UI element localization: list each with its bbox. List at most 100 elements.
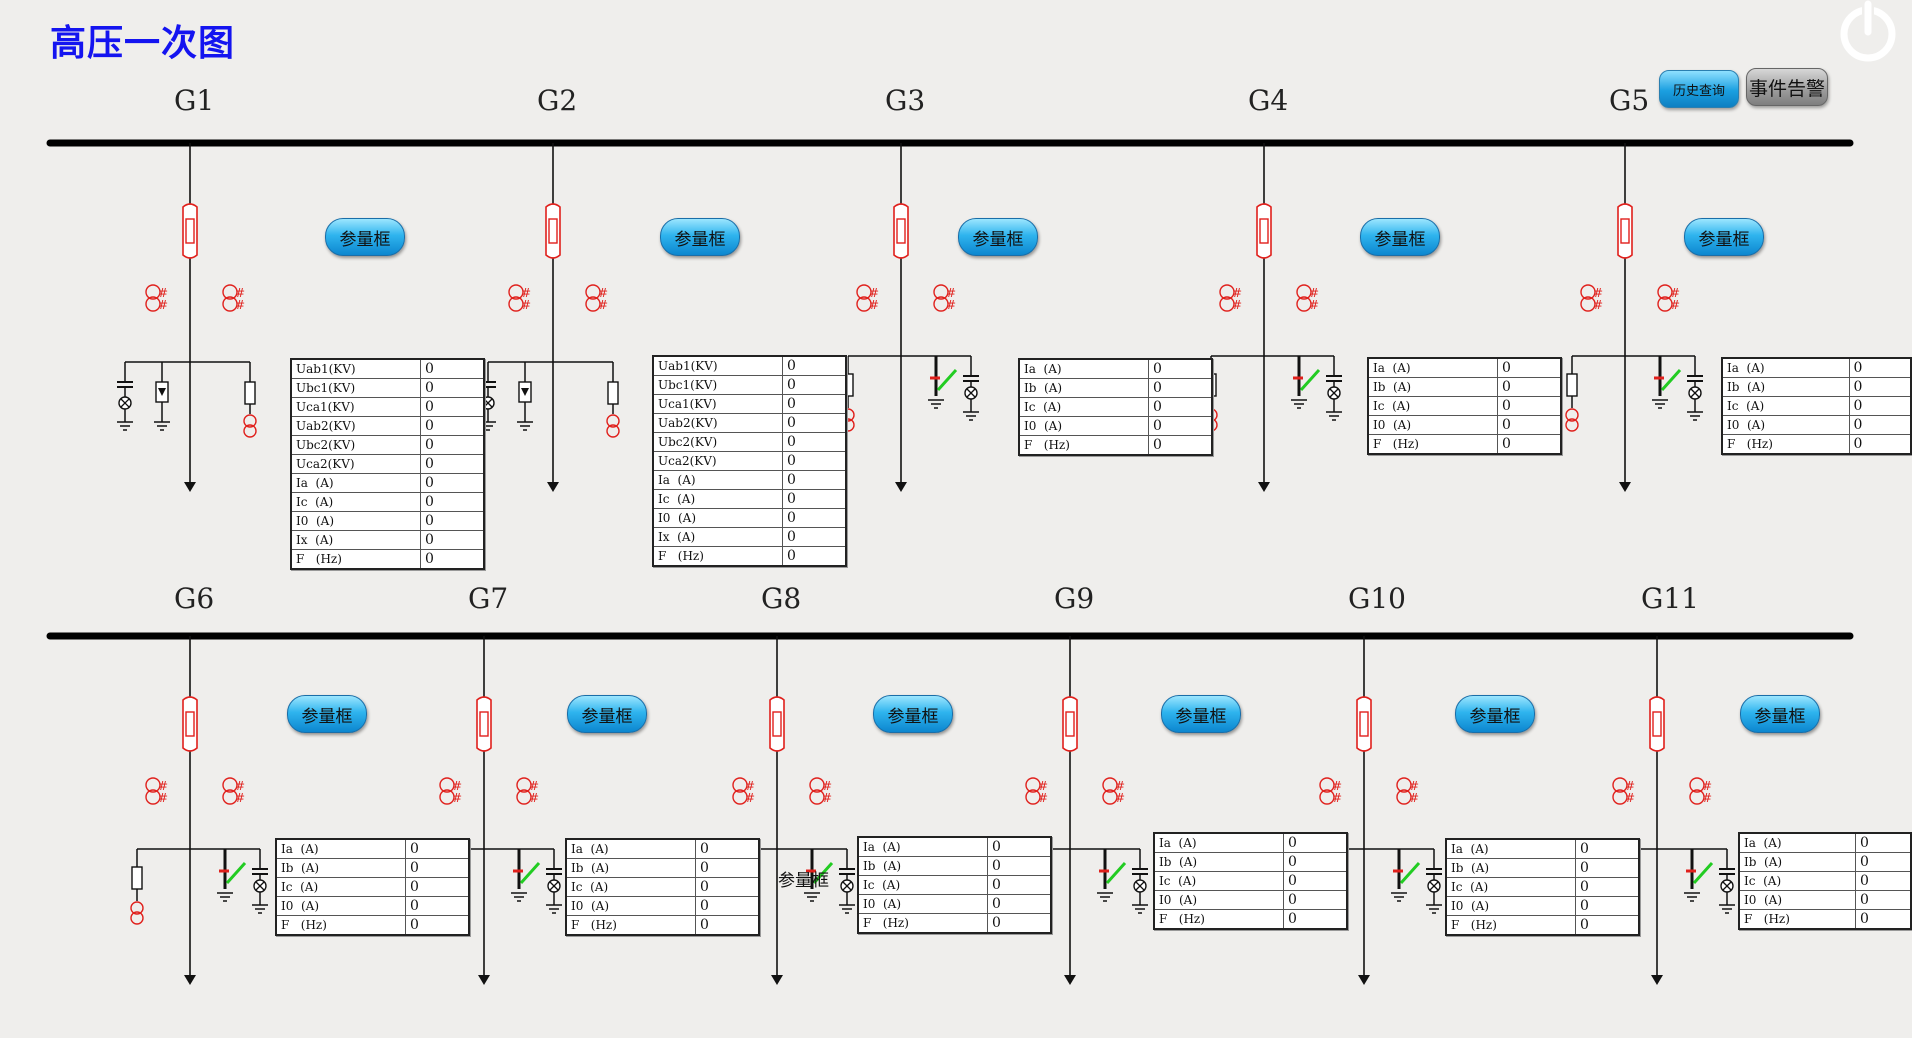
ground-icon: [928, 399, 944, 409]
measurement-value: 0: [1497, 415, 1562, 435]
ground-icon: [1719, 904, 1735, 914]
breaker-icon[interactable]: [1256, 203, 1272, 259]
ground-icon: [1326, 411, 1342, 421]
feeder-name-label: G5: [1609, 84, 1649, 117]
breaker-icon[interactable]: [1617, 203, 1633, 259]
svg-text:#: #: [1702, 779, 1712, 793]
param-box-button-g10[interactable]: 参量框: [1455, 695, 1535, 733]
current-transformer-icon: ##: [1319, 777, 1342, 805]
svg-text:#: #: [1670, 298, 1680, 312]
table-row: Ubc1(KV)0: [652, 375, 847, 395]
param-box-button-g11[interactable]: 参量框: [1740, 695, 1820, 733]
param-box-button-g7[interactable]: 参量框: [567, 695, 647, 733]
fuse-icon: [244, 381, 256, 405]
ground-icon: [1132, 904, 1148, 914]
ground-icon: [117, 421, 133, 431]
event-alarm-button[interactable]: 事件告警: [1746, 68, 1828, 106]
measurement-label: F (Hz): [857, 913, 988, 934]
table-row: Ib (A)0: [275, 858, 470, 878]
history-query-button[interactable]: 历史查询: [1659, 70, 1739, 108]
svg-text:#: #: [598, 298, 608, 312]
measurement-value: 0: [782, 546, 847, 567]
measurement-value: 0: [1148, 416, 1213, 436]
current-transformer-icon: ##: [856, 284, 879, 312]
measurement-value: 0: [1854, 852, 1912, 872]
measurement-value: 0: [695, 877, 760, 897]
param-box-button-g1[interactable]: 参量框: [325, 218, 405, 256]
measurement-value: 0: [987, 875, 1052, 895]
param-box-button-g5[interactable]: 参量框: [1684, 218, 1764, 256]
earth-switch-icon: [511, 849, 541, 902]
svg-text:#: #: [1115, 791, 1125, 805]
measurement-label: Uca1(KV): [652, 394, 783, 414]
table-row: Ix (A)0: [652, 527, 847, 547]
breaker-icon[interactable]: [893, 203, 909, 259]
breaker-icon[interactable]: [182, 203, 198, 259]
table-row: I0 (A)0: [1018, 416, 1213, 436]
param-box-button-g3[interactable]: 参量框: [958, 218, 1038, 256]
wire: [1135, 881, 1145, 891]
wire: [1299, 368, 1321, 392]
current-transformer-icon: ##: [145, 284, 168, 312]
measurement-value: 0: [1283, 909, 1348, 930]
feeder-name-label: G4: [1248, 84, 1288, 117]
svg-text:#: #: [521, 298, 531, 312]
param-box-button-g8[interactable]: 参量框: [873, 695, 953, 733]
measurement-label: Ia (A): [652, 470, 783, 490]
measurement-label: Ia (A): [1738, 832, 1856, 853]
breaker-icon[interactable]: [476, 696, 492, 752]
measurement-label: Ia (A): [290, 473, 421, 493]
wire: [120, 398, 130, 408]
svg-text:#: #: [1332, 791, 1342, 805]
measurement-label: F (Hz): [1445, 915, 1576, 936]
table-row: Ix (A)0: [290, 530, 485, 550]
param-box-button-g2[interactable]: 参量框: [660, 218, 740, 256]
current-transformer-icon: ##: [222, 284, 245, 312]
current-transformer-icon: ##: [1396, 777, 1419, 805]
wire: [1722, 881, 1732, 891]
current-transformer-icon: ##: [508, 284, 531, 312]
breaker-icon[interactable]: [1062, 696, 1078, 752]
ground-icon: [517, 421, 533, 431]
measurement-label: Uab2(KV): [290, 416, 421, 436]
svg-text:#: #: [1409, 779, 1419, 793]
measurement-label: F (Hz): [1721, 434, 1850, 455]
table-row: Uca1(KV)0: [290, 397, 485, 417]
fuse-icon: [1566, 373, 1578, 397]
measurement-value: 0: [420, 378, 485, 398]
measurement-value: 0: [987, 836, 1052, 857]
svg-text:#: #: [158, 779, 168, 793]
breaker-icon[interactable]: [182, 696, 198, 752]
measurement-value: 0: [1575, 877, 1640, 897]
breaker-icon[interactable]: [545, 203, 561, 259]
param-box-button-g6[interactable]: 参量框: [287, 695, 367, 733]
table-row: Ib (A)0: [1018, 378, 1213, 398]
param-box-button-g4[interactable]: 参量框: [1360, 218, 1440, 256]
ground-icon: [1687, 411, 1703, 421]
table-row: Ic (A)0: [1721, 396, 1912, 416]
measurement-value: 0: [695, 838, 760, 859]
measurement-value: 0: [1148, 397, 1213, 417]
lamp-icon: [253, 879, 267, 893]
measurement-value: 0: [695, 896, 760, 916]
feeder-g6: G6####: [130, 582, 268, 985]
feeder-name-label: G10: [1348, 582, 1406, 615]
table-row: Ic (A)0: [1738, 871, 1912, 891]
breaker-icon[interactable]: [1356, 696, 1372, 752]
table-row: Ia (A)0: [857, 836, 1052, 857]
breaker-icon[interactable]: [769, 696, 785, 752]
power-icon[interactable]: [1836, 0, 1900, 64]
breaker-icon[interactable]: [1649, 696, 1665, 752]
feeder-g3: G3####: [841, 84, 979, 492]
svg-text:#: #: [946, 298, 956, 312]
measurement-value: 0: [1283, 871, 1348, 891]
earth-switch-icon: [1391, 849, 1421, 902]
measurement-label: I0 (A): [857, 894, 988, 914]
measurement-value: 0: [420, 530, 485, 550]
measurement-value: 0: [1575, 896, 1640, 916]
measurement-value: 0: [420, 511, 485, 531]
measurement-label: I0 (A): [1445, 896, 1576, 916]
current-transformer-icon: ##: [516, 777, 539, 805]
param-box-button-g9[interactable]: 参量框: [1161, 695, 1241, 733]
